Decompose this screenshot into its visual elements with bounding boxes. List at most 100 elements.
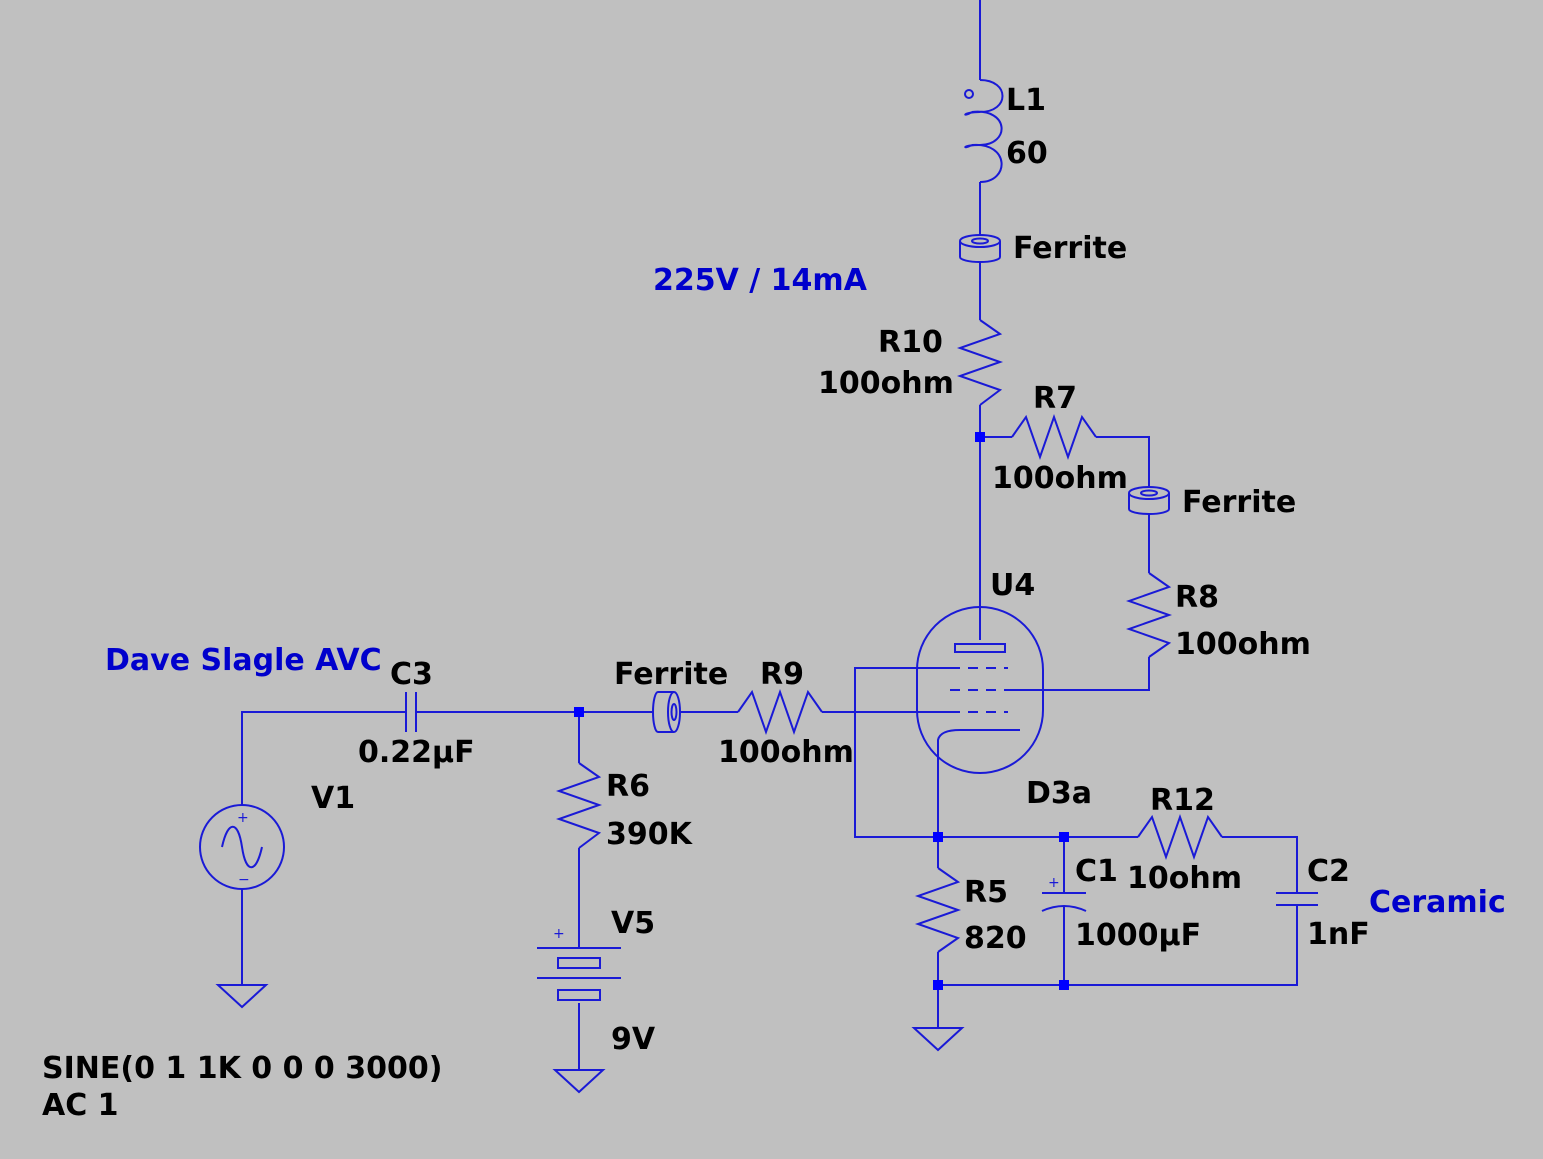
- plus-sign-icon: +: [1048, 875, 1060, 891]
- resistor-r10[interactable]: [956, 319, 1004, 406]
- vacuum-tube-u4[interactable]: [916, 606, 1044, 774]
- resistor-zigzag: [1137, 813, 1223, 861]
- tube-envelope: [916, 606, 1044, 774]
- plus-sign-icon: +: [237, 810, 249, 826]
- v5-ref: V5: [611, 906, 655, 941]
- r6-ref: R6: [606, 769, 650, 804]
- voltage-source-v1[interactable]: + −: [199, 804, 285, 890]
- r5-ref: R5: [964, 875, 1008, 910]
- c3-value: 0.22µF: [358, 735, 475, 770]
- junction-dot: [1059, 980, 1069, 990]
- r5-value: 820: [964, 921, 1027, 956]
- ferrite-hole: [1140, 489, 1158, 497]
- junction-dot: [574, 707, 584, 717]
- resistor-r12[interactable]: [1137, 813, 1223, 861]
- r12-value: 10ohm: [1127, 861, 1242, 896]
- resistor-zigzag: [914, 867, 962, 953]
- resistor-zigzag: [737, 688, 823, 736]
- sine-wave-icon: [221, 825, 263, 868]
- polarity-dot: [964, 89, 974, 99]
- r8-value: 100ohm: [1175, 627, 1311, 662]
- ferrite-hole: [670, 703, 678, 721]
- u4-ref: U4: [990, 568, 1035, 603]
- capacitor-c3[interactable]: [405, 692, 417, 732]
- r7-ref: R7: [1033, 381, 1077, 416]
- battery-v5[interactable]: +: [537, 926, 621, 1001]
- inductor-l1[interactable]: [964, 79, 1004, 183]
- junction-dot: [933, 980, 943, 990]
- labels: L1 60 Ferrite 225V / 14mA R10 100ohm R7 …: [42, 83, 1506, 1123]
- c3-ref: C3: [390, 657, 433, 692]
- junctions: [574, 432, 1069, 990]
- inductor-coil: [971, 79, 1004, 183]
- battery-cell: [557, 989, 601, 1001]
- resistor-r9[interactable]: [737, 688, 823, 736]
- ferrite-rim: [1128, 486, 1170, 500]
- capacitor-plate-curved: [1041, 905, 1087, 912]
- plus-sign-icon: +: [553, 926, 565, 942]
- junction-dot: [975, 432, 985, 442]
- r12-ref: R12: [1150, 783, 1215, 818]
- ferrite-bead-r7[interactable]: [1128, 486, 1170, 515]
- wire-r7-right: [1096, 436, 1150, 487]
- capacitor-c1[interactable]: +: [1041, 875, 1087, 912]
- c2-ref: C2: [1307, 854, 1350, 889]
- r7-value: 100ohm: [992, 461, 1128, 496]
- capacitor-c2[interactable]: [1276, 892, 1318, 906]
- wire-r8-g2: [1008, 657, 1150, 691]
- ceramic-note: Ceramic: [1369, 885, 1506, 920]
- v1-ac-line: AC 1: [42, 1088, 119, 1123]
- u4-value: D3a: [1026, 776, 1092, 811]
- ground-icon: [552, 1069, 606, 1094]
- supply-note: 225V / 14mA: [653, 263, 868, 298]
- resistor-zigzag: [956, 319, 1004, 406]
- battery-cell: [557, 957, 601, 969]
- l1-value: 60: [1006, 136, 1048, 171]
- c2-value: 1nF: [1307, 917, 1370, 952]
- ferrite-input-label: Ferrite: [614, 657, 728, 692]
- ground-icon: [911, 1027, 965, 1052]
- ground-icon: [215, 984, 269, 1009]
- resistor-zigzag: [1011, 413, 1097, 461]
- resistor-r7[interactable]: [1011, 413, 1097, 461]
- wire-v1-c3: [241, 711, 406, 805]
- ferrite-rim: [667, 691, 681, 733]
- resistor-r8[interactable]: [1125, 572, 1173, 658]
- r9-ref: R9: [760, 657, 804, 692]
- r10-ref: R10: [878, 325, 943, 360]
- wire-g3-cathode: [854, 667, 950, 838]
- tube-plate: [954, 643, 1006, 653]
- l1-ref: L1: [1006, 83, 1046, 118]
- wire-r12-c2: [1222, 836, 1298, 893]
- resistor-zigzag: [1125, 572, 1173, 658]
- capacitor-plates: [405, 692, 417, 732]
- ferrite-bead-top[interactable]: [959, 234, 1001, 263]
- inductor-coil-back: [964, 111, 981, 149]
- junction-dot: [933, 832, 943, 842]
- r10-value: 100ohm: [818, 366, 954, 401]
- ferrite-bead-input[interactable]: [652, 691, 681, 733]
- wire-ground-bus: [938, 905, 1298, 986]
- junction-dot: [1059, 832, 1069, 842]
- tube-cathode: [937, 729, 1020, 758]
- ferrite-r7-label: Ferrite: [1182, 485, 1296, 520]
- v1-spice-line: SINE(0 1 1K 0 0 0 3000): [42, 1051, 442, 1086]
- v1-ref: V1: [311, 781, 355, 816]
- r6-value: 390K: [606, 817, 694, 852]
- source-circle: [199, 804, 285, 890]
- resistor-r6[interactable]: [555, 762, 603, 849]
- ferrite-top-label: Ferrite: [1013, 231, 1127, 266]
- resistor-r5[interactable]: [914, 867, 962, 953]
- ferrite-rim: [959, 234, 1001, 248]
- wires: [241, 0, 1298, 1070]
- r8-ref: R8: [1175, 580, 1219, 615]
- title-note: Dave Slagle AVC: [105, 643, 382, 678]
- v5-value: 9V: [611, 1022, 656, 1057]
- resistor-zigzag: [555, 762, 603, 849]
- r9-value: 100ohm: [718, 735, 854, 770]
- c1-value: 1000µF: [1075, 918, 1201, 953]
- capacitor-plates: [1276, 892, 1318, 906]
- ferrite-hole: [971, 237, 989, 245]
- c1-ref: C1: [1075, 854, 1118, 889]
